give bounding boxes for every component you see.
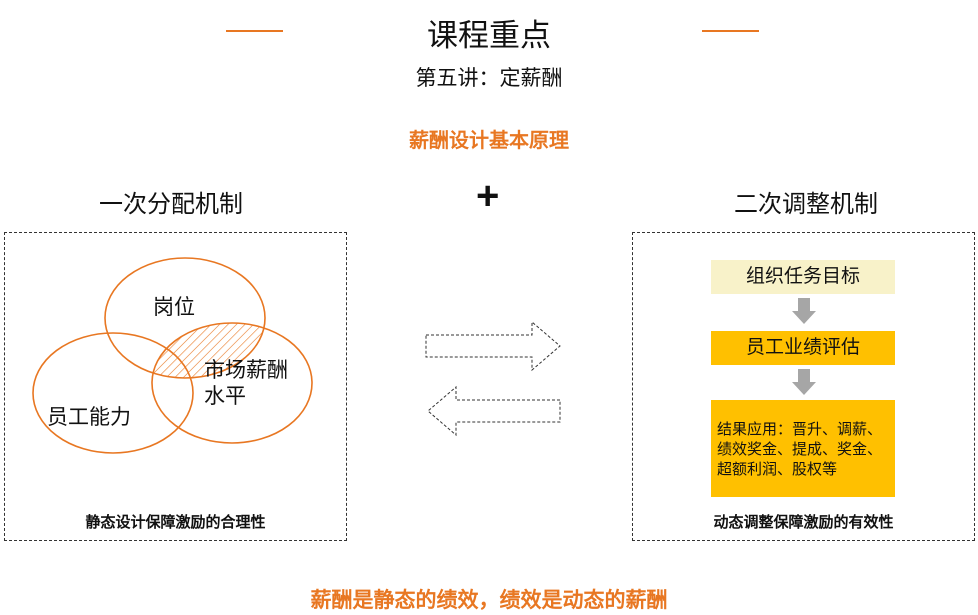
plus-icon: +: [476, 174, 500, 218]
page-subtitle: 第五讲：定薪酬: [415, 67, 563, 90]
result-line-3: 超额利润、股权等: [717, 461, 838, 478]
distribution-panel: 岗位 员工能力 市场薪酬 水平 静态设计保障激励的合理性: [4, 232, 347, 541]
right-panel-caption: 动态调整保障激励的有效性: [713, 514, 894, 531]
adjustment-panel: 组织任务目标 员工业绩评估 结果应用：晋升、调薪、 绩效奖金、提成、奖金、 超额…: [632, 232, 975, 541]
left-column-heading: 一次分配机制: [99, 191, 243, 218]
footer-slogan: 薪酬是静态的绩效，绩效是动态的薪酬: [310, 589, 668, 612]
arrow-right-icon: [425, 320, 561, 372]
flow-step-result-application: 结果应用：晋升、调薪、 绩效奖金、提成、奖金、 超额利润、股权等: [711, 400, 895, 497]
title-right-line: [702, 30, 759, 32]
venn-ellipse-ability: [32, 332, 194, 454]
venn-ellipse-position: [104, 257, 266, 379]
result-line-2: 绩效奖金、提成、奖金、: [717, 441, 883, 458]
venn-overlap-hatch: [152, 323, 265, 378]
exchange-arrows: [425, 320, 561, 437]
result-line-1: 结果应用：晋升、调薪、: [717, 421, 883, 438]
venn-label-market-line2: 水平: [204, 385, 246, 408]
venn-label-ability: 员工能力: [47, 406, 131, 429]
venn-diagram: [32, 257, 313, 454]
down-arrow-icon: [792, 298, 816, 324]
left-panel-caption: 静态设计保障激励的合理性: [85, 514, 266, 531]
down-arrow-icon: [792, 369, 816, 395]
title-left-line: [226, 30, 283, 32]
principle-heading: 薪酬设计基本原理: [409, 130, 569, 152]
venn-ellipse-market: [151, 322, 313, 444]
venn-label-position: 岗位: [153, 296, 195, 319]
flow-step-org-goals: 组织任务目标: [711, 260, 895, 294]
right-column-heading: 二次调整机制: [734, 191, 878, 218]
flow-step-performance-review: 员工业绩评估: [711, 331, 895, 365]
arrow-left-icon: [427, 385, 561, 437]
venn-label-market-line1: 市场薪酬: [204, 359, 288, 382]
page-title: 课程重点: [427, 18, 551, 53]
